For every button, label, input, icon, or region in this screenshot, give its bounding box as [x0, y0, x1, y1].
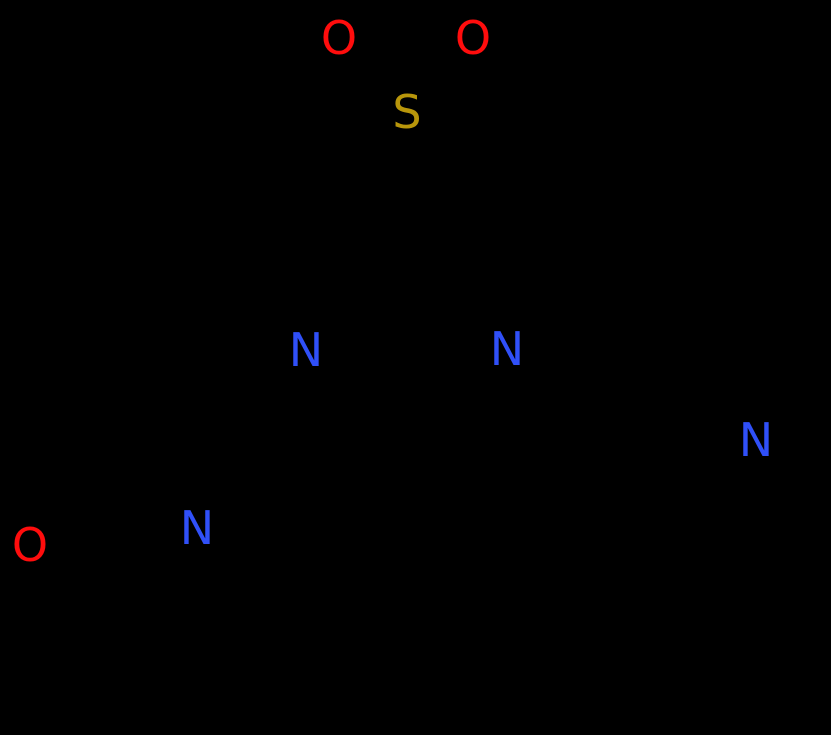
- bond: [689, 297, 801, 333]
- bond-segment: [67, 631, 234, 646]
- bond-segment: [603, 563, 714, 635]
- atom-label-nitrogen: N: [180, 501, 214, 555]
- bond-segment: [710, 567, 815, 635]
- bond: [809, 483, 816, 571]
- bond-segment: [201, 551, 236, 644]
- bond: [405, 363, 490, 440]
- bond-segment: [523, 365, 603, 447]
- atom-label-oxygen: O: [321, 11, 357, 65]
- bond: [37, 567, 71, 636]
- bond-segment: [235, 434, 408, 441]
- atom-label-nitrogen: N: [739, 413, 773, 467]
- bond: [54, 518, 173, 555]
- bond: [710, 567, 815, 635]
- bond-segment: [405, 363, 490, 440]
- atom-label-oxygen: O: [12, 518, 48, 572]
- atom-label-sulfur: S: [392, 85, 421, 139]
- bond: [233, 368, 293, 440]
- bond: [603, 563, 714, 635]
- bond-segment: [361, 49, 399, 89]
- bond-segment: [415, 49, 452, 89]
- atom-label-nitrogen: N: [289, 323, 323, 377]
- bond-segment: [204, 436, 239, 506]
- bond-segment: [347, 61, 385, 101]
- bond-segment: [37, 567, 71, 636]
- bond-segment: [689, 297, 801, 333]
- bond: [347, 49, 399, 101]
- bond: [599, 437, 731, 447]
- bond: [235, 434, 408, 441]
- bond-segment: [428, 61, 465, 101]
- bond: [597, 443, 608, 567]
- bond: [415, 49, 465, 101]
- bond-segment: [774, 453, 814, 487]
- bond-segment: [56, 536, 173, 555]
- bond-segment: [599, 437, 731, 447]
- bond-segment: [323, 259, 409, 336]
- bond: [67, 631, 234, 646]
- bond-segment: [687, 328, 746, 420]
- bond-segment: [233, 368, 293, 440]
- bond: [323, 259, 409, 336]
- bond-layer: [37, 49, 816, 646]
- bond: [523, 365, 603, 447]
- bond: [774, 453, 814, 487]
- bond-segment: [54, 518, 171, 537]
- bond-segment: [809, 483, 816, 571]
- bond-segment: [597, 443, 608, 567]
- bond: [405, 259, 490, 335]
- bond: [687, 328, 746, 420]
- bond: [204, 436, 239, 506]
- atom-label-nitrogen: N: [490, 322, 524, 376]
- bond-segment: [405, 259, 490, 335]
- bond: [201, 551, 236, 644]
- atom-label-oxygen: O: [455, 11, 491, 65]
